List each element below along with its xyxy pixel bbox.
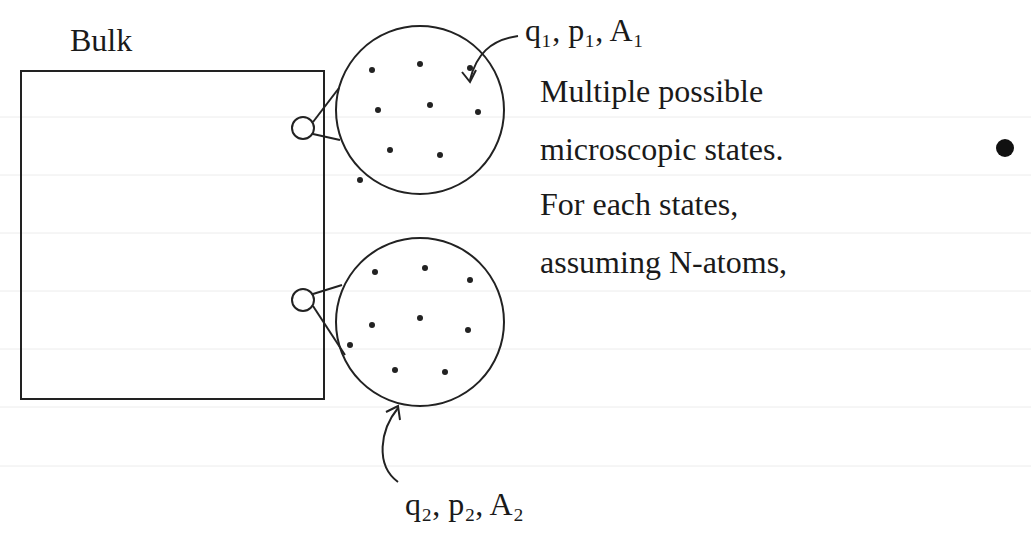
zoom-line xyxy=(313,306,345,355)
sample-region xyxy=(292,117,314,139)
pointer-arrow xyxy=(383,408,398,482)
pointer-arrow xyxy=(470,36,518,80)
zoom-line xyxy=(313,134,340,140)
zoom-line xyxy=(313,88,339,122)
arrow-head xyxy=(386,406,400,420)
note-text: For each states, assuming N-atoms, xyxy=(540,175,860,291)
state-variables: q₂, p₂, A₂ xyxy=(405,484,524,524)
note-text: Multiple possible microscopic states. xyxy=(540,62,860,178)
punch-hole xyxy=(996,139,1014,157)
zoom-line xyxy=(313,285,342,294)
sample-region xyxy=(292,289,314,311)
ruled-lines xyxy=(0,117,1031,466)
microstate-circle xyxy=(336,238,504,406)
zoom-sketch xyxy=(292,26,518,482)
atoms xyxy=(347,61,481,375)
microstate-circle xyxy=(336,26,504,194)
bulk-box: Bulk xyxy=(20,70,325,400)
state-variables: q₁, p₁, A₁ xyxy=(525,10,644,50)
box-heading: Bulk xyxy=(70,22,132,59)
arrow-head xyxy=(462,70,476,82)
